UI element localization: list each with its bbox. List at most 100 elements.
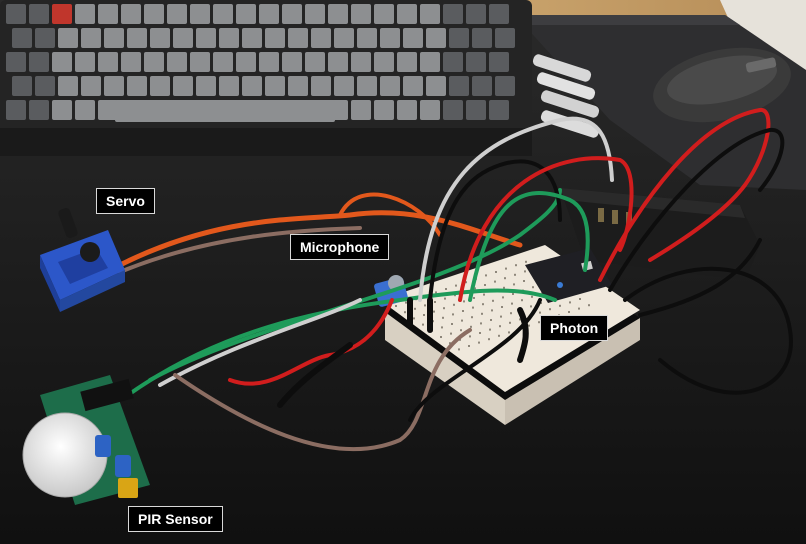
breadboard-hole	[513, 283, 515, 286]
keyboard-key	[420, 100, 440, 120]
breadboard-hole	[504, 277, 506, 280]
keyboard-key	[288, 28, 308, 48]
jumper-wires	[117, 108, 793, 451]
keyboard-key	[173, 76, 193, 96]
keyboard-key	[75, 4, 95, 24]
breadboard-hole	[460, 329, 462, 332]
keyboard-key	[219, 28, 239, 48]
keyboard-key	[236, 4, 256, 24]
photon-label: Photon	[540, 315, 609, 341]
breadboard-hole	[540, 302, 542, 304]
breadboard-hole	[492, 299, 494, 302]
breadboard-hole	[531, 295, 533, 298]
keyboard-key	[489, 100, 509, 120]
keyboard-key	[288, 76, 308, 96]
breadboard-hole	[510, 312, 512, 315]
microphone-label: Microphone	[290, 234, 390, 260]
breadboard-hole	[395, 305, 397, 307]
servo-label: Servo	[96, 188, 155, 214]
keyboard-key	[282, 52, 302, 72]
breadboard-hole	[465, 281, 467, 284]
breadboard-hole	[478, 341, 480, 344]
breadboard-hole	[483, 293, 485, 296]
keyboard-key	[397, 52, 417, 72]
breadboard-hole	[455, 284, 457, 287]
breadboard-hole	[489, 328, 491, 331]
keyboard-key	[472, 28, 492, 48]
breadboard-hole	[494, 280, 496, 283]
keyboard-key	[380, 28, 400, 48]
breadboard-hole	[539, 311, 541, 314]
keyboard-key	[374, 100, 394, 120]
keyboard-key	[328, 52, 348, 72]
breadboard-hole	[528, 324, 530, 327]
keyboard-key	[466, 52, 486, 72]
breadboard-hole	[503, 286, 505, 289]
breadboard-hole	[538, 321, 540, 324]
keyboard-key	[219, 76, 239, 96]
keyboard-key	[328, 4, 348, 24]
breadboard-hole	[505, 267, 507, 270]
breadboard-hole	[480, 322, 482, 325]
keyboard-key	[52, 4, 72, 24]
keyboard-key	[6, 4, 26, 24]
keyboard-key	[29, 4, 49, 24]
breadboard-hole	[481, 312, 483, 315]
breadboard-hole	[440, 336, 442, 338]
keyboard-key	[127, 28, 147, 48]
keyboard-key	[213, 52, 233, 72]
keyboard-key	[144, 52, 164, 72]
breadboard-hole	[450, 332, 452, 335]
breadboard-hole	[474, 287, 476, 290]
breadboard-hole	[433, 310, 435, 313]
breadboard-hole	[502, 296, 504, 299]
breadboard-hole	[511, 302, 513, 305]
keyboard-key	[443, 100, 463, 120]
breadboard-hole	[559, 304, 561, 307]
keyboard-key	[35, 28, 55, 48]
keyboard-key	[472, 76, 492, 96]
breadboard-hole	[442, 316, 444, 319]
breadboard-hole	[488, 338, 490, 341]
keyboard-key	[52, 52, 72, 72]
keyboard-key	[334, 28, 354, 48]
keyboard-key	[104, 76, 124, 96]
keyboard	[0, 0, 532, 156]
breadboard-hole	[482, 303, 484, 306]
breadboard-hole	[541, 292, 543, 295]
breadboard-hole	[453, 303, 455, 306]
servo-motor	[40, 207, 125, 312]
keyboard-key	[12, 76, 32, 96]
breadboard-hole	[472, 306, 474, 309]
keyboard-key	[351, 52, 371, 72]
breadboard-hole	[422, 323, 424, 326]
keyboard-key	[265, 76, 285, 96]
breadboard-hole	[501, 306, 503, 308]
keyboard-key	[489, 52, 509, 72]
keyboard-key	[167, 52, 187, 72]
keyboard-key	[173, 28, 193, 48]
keyboard-key	[374, 4, 394, 24]
keyboard-key	[144, 4, 164, 24]
keyboard-key	[311, 28, 331, 48]
keyboard-key	[466, 4, 486, 24]
keyboard-key	[259, 4, 279, 24]
keyboard-key	[52, 100, 72, 120]
breadboard-hole	[469, 335, 471, 338]
keyboard-key	[374, 52, 394, 72]
breadboard-hole	[479, 332, 481, 334]
keyboard-key	[58, 76, 78, 96]
breadboard-hole	[451, 323, 453, 325]
breadboard-hole	[452, 313, 454, 316]
keyboard-key	[127, 76, 147, 96]
keyboard-key	[259, 52, 279, 72]
keyboard-key	[75, 52, 95, 72]
breadboard-hole	[435, 291, 437, 294]
keyboard-key	[35, 76, 55, 96]
breadboard-hole	[569, 301, 571, 304]
breadboard-hole	[449, 342, 451, 345]
keyboard-key	[351, 100, 371, 120]
keyboard-key	[29, 52, 49, 72]
breadboard-hole	[470, 325, 472, 328]
